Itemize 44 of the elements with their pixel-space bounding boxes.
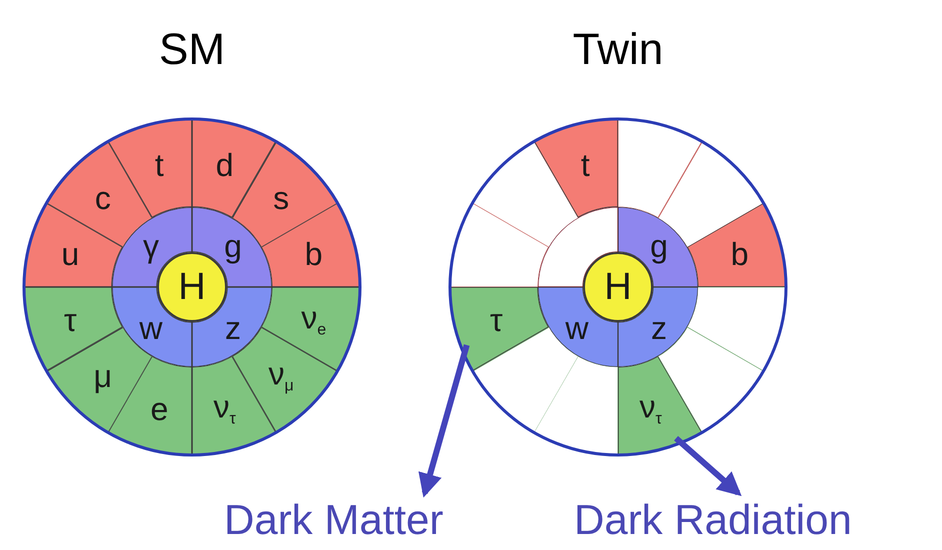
ring-segment bbox=[534, 356, 618, 455]
particle-symbol: t bbox=[580, 149, 590, 182]
particle-symbol: d bbox=[216, 149, 234, 182]
ring-segment bbox=[450, 287, 549, 371]
ring-segment bbox=[534, 119, 618, 218]
arrow bbox=[418, 344, 470, 498]
particle-symbol: γ bbox=[142, 230, 159, 262]
caption-text: Dark Matter bbox=[224, 496, 444, 543]
particle-symbol: ν$_{e}$ bbox=[301, 301, 326, 338]
ring-segment bbox=[687, 203, 786, 287]
particle-symbol: g bbox=[224, 230, 242, 262]
particle-symbol: e bbox=[150, 392, 168, 425]
particle-symbol: μ bbox=[94, 360, 112, 392]
particle-symbol: w bbox=[139, 312, 163, 344]
particle-symbol: s bbox=[273, 182, 290, 214]
arrow bbox=[674, 436, 742, 496]
ring-segment bbox=[618, 119, 702, 218]
ring-segment bbox=[618, 356, 702, 455]
particle-symbol: τ bbox=[64, 304, 77, 336]
particle-symbol: ν$_{τ}$ bbox=[213, 390, 236, 427]
particle-symbol: t bbox=[154, 149, 164, 182]
particle-symbol: g bbox=[650, 230, 668, 262]
particle-symbol: c bbox=[94, 182, 111, 214]
particle-symbol: H bbox=[604, 268, 632, 306]
particle-symbol: τ bbox=[490, 304, 503, 336]
particle-symbol: H bbox=[178, 268, 206, 306]
ring-segment bbox=[108, 356, 192, 455]
particle-symbol: u bbox=[61, 238, 80, 270]
particle-symbol: ν$_{τ}$ bbox=[639, 390, 662, 427]
particle-symbol: w bbox=[565, 312, 589, 344]
caption-text: Dark Radiation bbox=[574, 496, 852, 543]
wheel-title: Twin bbox=[572, 26, 664, 74]
particle-symbol: ν$_{μ}$ bbox=[268, 358, 294, 394]
ring-segment bbox=[24, 287, 123, 371]
particle-symbol: z bbox=[651, 312, 667, 344]
ring-segment bbox=[192, 119, 276, 218]
ring-segment bbox=[450, 203, 549, 287]
particle-symbol: b bbox=[730, 238, 749, 270]
ring-segment bbox=[108, 119, 192, 218]
wheel-title: SM bbox=[158, 26, 226, 74]
particle-symbol: z bbox=[225, 312, 241, 344]
ring-segment bbox=[687, 287, 786, 371]
ring-segment bbox=[472, 142, 578, 247]
particle-symbol: b bbox=[304, 238, 323, 270]
